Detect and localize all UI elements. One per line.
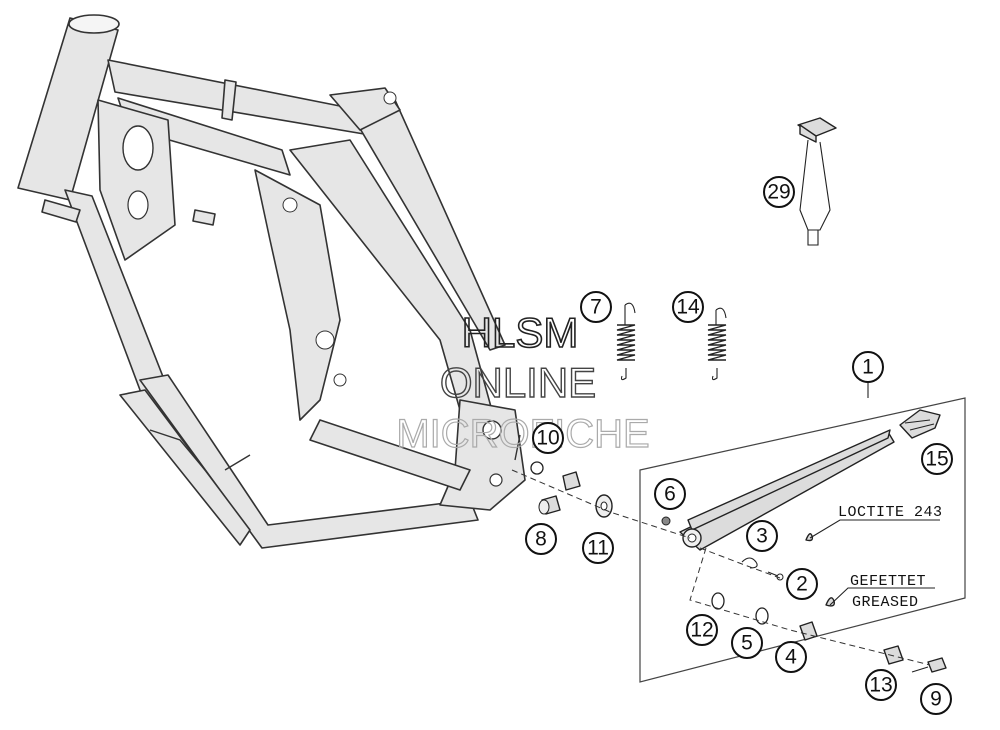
- tool-29: [797, 117, 837, 246]
- watermark-line2: ONLINE: [440, 359, 596, 406]
- callout-4: 4: [775, 641, 807, 673]
- callout-7: 7: [580, 291, 612, 323]
- svg-text:9: 9: [930, 688, 942, 711]
- spring-7: [616, 302, 636, 381]
- callout-8: 8: [525, 523, 557, 555]
- svg-text:10: 10: [536, 427, 559, 450]
- svg-text:29: 29: [767, 181, 790, 204]
- callout-12: 12: [686, 614, 718, 646]
- svg-text:14: 14: [676, 296, 700, 319]
- greased-note-en: GREASED: [852, 594, 919, 611]
- callout-5: 5: [731, 627, 763, 659]
- callout-9: 9: [920, 683, 952, 715]
- callout-3: 3: [746, 520, 778, 552]
- spring-14: [707, 307, 727, 381]
- kit-outline: [639, 397, 966, 683]
- svg-text:13: 13: [869, 674, 892, 697]
- callout-11: 11: [582, 532, 614, 564]
- callout-14: 14: [672, 291, 704, 323]
- svg-text:12: 12: [690, 619, 713, 642]
- svg-text:8: 8: [535, 528, 547, 551]
- svg-text:3: 3: [756, 525, 768, 548]
- callout-10: 10: [532, 422, 564, 454]
- gusset-plate: [97, 99, 176, 261]
- callout-2: 2: [786, 568, 818, 600]
- watermark-line3: MICROFICHE: [396, 412, 649, 456]
- callout-6: 6: [654, 478, 686, 510]
- side-stand: [679, 429, 895, 551]
- assembly-lines: [511, 469, 940, 666]
- frame-drawing: [17, 14, 526, 549]
- callout-13: 13: [865, 669, 897, 701]
- svg-text:4: 4: [785, 646, 797, 669]
- svg-text:6: 6: [664, 483, 676, 506]
- svg-text:11: 11: [587, 537, 609, 560]
- watermark: HLSM ONLINE MICROFICHE: [396, 308, 651, 456]
- svg-text:5: 5: [741, 632, 753, 655]
- stand-foot: [899, 409, 941, 439]
- watermark-line1: HLSM: [462, 309, 579, 356]
- callout-29: 29: [763, 176, 795, 208]
- svg-text:7: 7: [590, 296, 602, 319]
- engine-mount-plate: [254, 169, 341, 421]
- loctite-note: LOCTITE 243: [838, 504, 943, 521]
- greased-note-de: GEFETTET: [850, 573, 926, 590]
- callout-1: 1: [852, 351, 884, 383]
- callout-15: 15: [921, 443, 953, 475]
- svg-text:15: 15: [925, 448, 948, 471]
- svg-text:1: 1: [862, 356, 874, 379]
- svg-text:2: 2: [796, 573, 808, 596]
